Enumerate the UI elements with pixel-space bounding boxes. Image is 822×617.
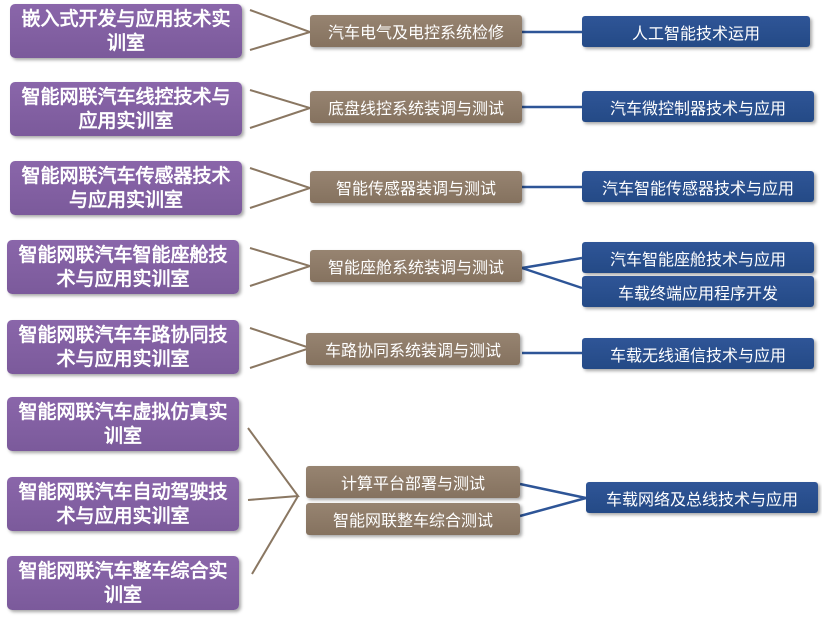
connector-lab7-tasks5-6 [251,495,299,575]
lab-smart-cockpit: 智能网联汽车智能座舱技术与应用实训室 [7,240,239,294]
task-electrical-repair: 汽车电气及电控系统检修 [310,15,522,47]
lab-embedded: 嵌入式开发与应用技术实训室 [10,4,242,58]
course-wireless-comm: 车载无线通信技术与应用 [582,338,814,369]
task-sensor-assembly: 智能传感器装调与测试 [310,171,522,203]
course-terminal-app-dev: 车载终端应用程序开发 [582,276,814,307]
connector-tasks5-6-course6 [519,482,587,518]
lab-drive-by-wire: 智能网联汽车线控技术与应用实训室 [10,82,242,136]
course-smart-cockpit: 汽车智能座舱技术与应用 [582,242,814,273]
lab-virtual-simulation: 智能网联汽车虚拟仿真实训室 [7,397,239,451]
course-smart-sensor: 汽车智能传感器技术与应用 [582,171,814,202]
connector-lab5-7-tasks5-6 [247,427,300,501]
task-chassis-by-wire: 底盘线控系统装调与测试 [310,91,522,123]
connector-lab0-task0 [249,9,314,51]
task-computing-platform: 计算平台部署与测试 [306,466,520,498]
connector-lab3-task3 [249,247,314,287]
connector-lab1-task1 [249,89,314,129]
connector-lab2-task2 [249,167,314,209]
course-ai-application: 人工智能技术运用 [582,16,810,47]
connector-lab4-task4 [249,327,314,369]
task-vehicle-integration-test: 智能网联整车综合测试 [306,503,520,535]
course-vehicle-network-bus: 车载网络及总线技术与应用 [586,482,818,513]
connector-task3-courses3-4 [521,256,583,290]
task-cockpit-assembly: 智能座舱系统装调与测试 [310,250,522,282]
lab-vehicle-integration: 智能网联汽车整车综合实训室 [7,556,239,610]
course-automotive-mcu: 汽车微控制器技术与应用 [582,91,814,122]
task-v2x-assembly: 车路协同系统装调与测试 [306,333,520,365]
lab-autonomous-driving: 智能网联汽车自动驾驶技术与应用实训室 [7,477,239,531]
lab-sensor: 智能网联汽车传感器技术与应用实训室 [10,161,242,215]
lab-v2x: 智能网联汽车车路协同技术与应用实训室 [7,320,239,374]
